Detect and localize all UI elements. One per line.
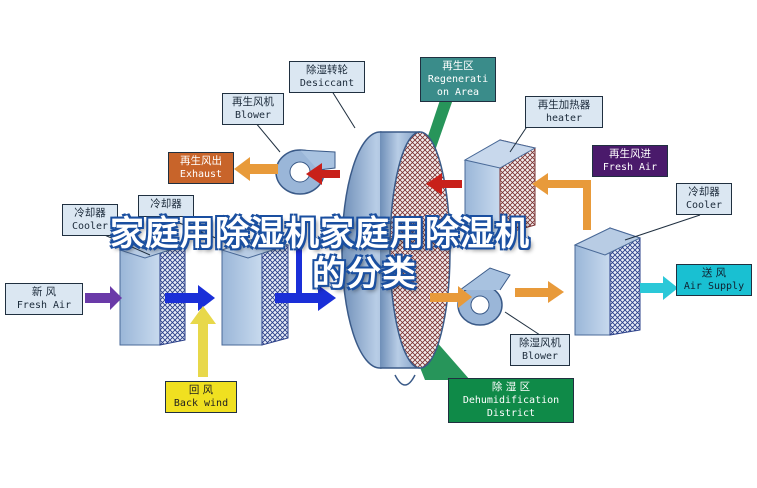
label-regen-area-en1: Regenerati xyxy=(427,74,489,85)
label-dehum-district: 除 湿 区 Dehumidification District xyxy=(448,378,574,423)
label-desiccant: 除湿转轮 Desiccant xyxy=(289,61,365,93)
label-regen-exhaust-zh: 再生风出 xyxy=(180,155,222,167)
label-dehum-blower-en: Blower xyxy=(521,351,559,362)
label-regen-blower-zh: 再生风机 xyxy=(232,96,274,108)
label-fresh-air-zh: 新 风 xyxy=(31,286,57,298)
label-supply-air: 送 风 Air Supply xyxy=(676,264,752,296)
label-cooler-right: 冷却器 Cooler xyxy=(676,183,732,215)
label-regen-inlet: 再生风进 Fresh Air xyxy=(592,145,668,177)
label-regen-area-zh: 再生区 xyxy=(442,60,474,72)
label-cooler-right-zh: 冷却器 xyxy=(688,186,720,198)
label-regen-exhaust: 再生风出 Exhaust xyxy=(168,152,234,184)
label-back-wind: 回 风 Back wind xyxy=(165,381,237,413)
label-fresh-air: 新 风 Fresh Air xyxy=(5,283,83,315)
label-fresh-air-en: Fresh Air xyxy=(16,300,72,311)
fresh-air-arrow xyxy=(85,286,122,310)
label-dehum-district-en2: District xyxy=(486,408,536,419)
label-regen-heater-zh: 再生加热器 xyxy=(537,99,591,111)
label-dehum-district-zh: 除 湿 区 xyxy=(491,381,531,393)
desiccant-wheel xyxy=(341,131,451,386)
regen-return-arrow xyxy=(306,163,340,185)
cooler-left-unit xyxy=(118,234,187,346)
regen-heater-unit xyxy=(463,139,537,236)
process-air-arrow-2 xyxy=(275,285,336,311)
dry-air-arrow-2 xyxy=(515,281,564,303)
label-cooler-right-en: Cooler xyxy=(685,200,723,211)
label-regen-inlet-en: Fresh Air xyxy=(602,162,658,173)
dry-air-arrow-1 xyxy=(430,286,472,308)
label-cooler-left-zh: 冷却器 xyxy=(74,207,106,219)
label-cooler-mid-zh: 冷却器 xyxy=(150,198,182,210)
label-regen-heater: 再生加热器 heater xyxy=(525,96,603,128)
regen-hot-arrow xyxy=(426,173,462,195)
label-regen-exhaust-en: Exhaust xyxy=(179,169,223,180)
label-cooler-left-en: Cooler xyxy=(71,221,109,232)
label-dehum-blower: 除湿风机 Blower xyxy=(510,334,570,366)
label-back-wind-en: Back wind xyxy=(173,398,229,409)
cooler-right-unit xyxy=(573,227,642,336)
cooler-mid-unit xyxy=(220,235,290,346)
label-dehum-district-en1: Dehumidification xyxy=(462,395,560,406)
label-regen-blower: 再生风机 Blower xyxy=(222,93,284,125)
label-back-wind-zh: 回 风 xyxy=(188,384,214,396)
regen-inlet-arrow xyxy=(532,173,591,230)
label-regen-area-en2: on Area xyxy=(436,87,480,98)
exhaust-arrow xyxy=(234,157,278,181)
label-regen-area: 再生区 Regenerati on Area xyxy=(420,57,496,102)
back-wind-arrow xyxy=(190,306,216,377)
label-desiccant-zh: 除湿转轮 xyxy=(306,64,348,76)
label-supply-air-en: Air Supply xyxy=(683,281,745,292)
regen-blower-fan xyxy=(275,149,336,195)
label-supply-air-zh: 送 风 xyxy=(701,267,727,279)
label-cooler-mid: 冷却器 xyxy=(138,195,194,217)
label-desiccant-en: Desiccant xyxy=(299,78,355,89)
label-regen-blower-en: Blower xyxy=(234,110,272,121)
label-regen-heater-en: heater xyxy=(545,113,583,124)
supply-air-arrow xyxy=(640,276,678,300)
label-regen-inlet-zh: 再生风进 xyxy=(609,148,651,160)
label-dehum-blower-zh: 除湿风机 xyxy=(519,337,561,349)
process-air-arrow-1 xyxy=(165,285,215,311)
label-cooler-left: 冷却器 Cooler xyxy=(62,204,118,236)
process-air-vertical xyxy=(296,245,302,295)
